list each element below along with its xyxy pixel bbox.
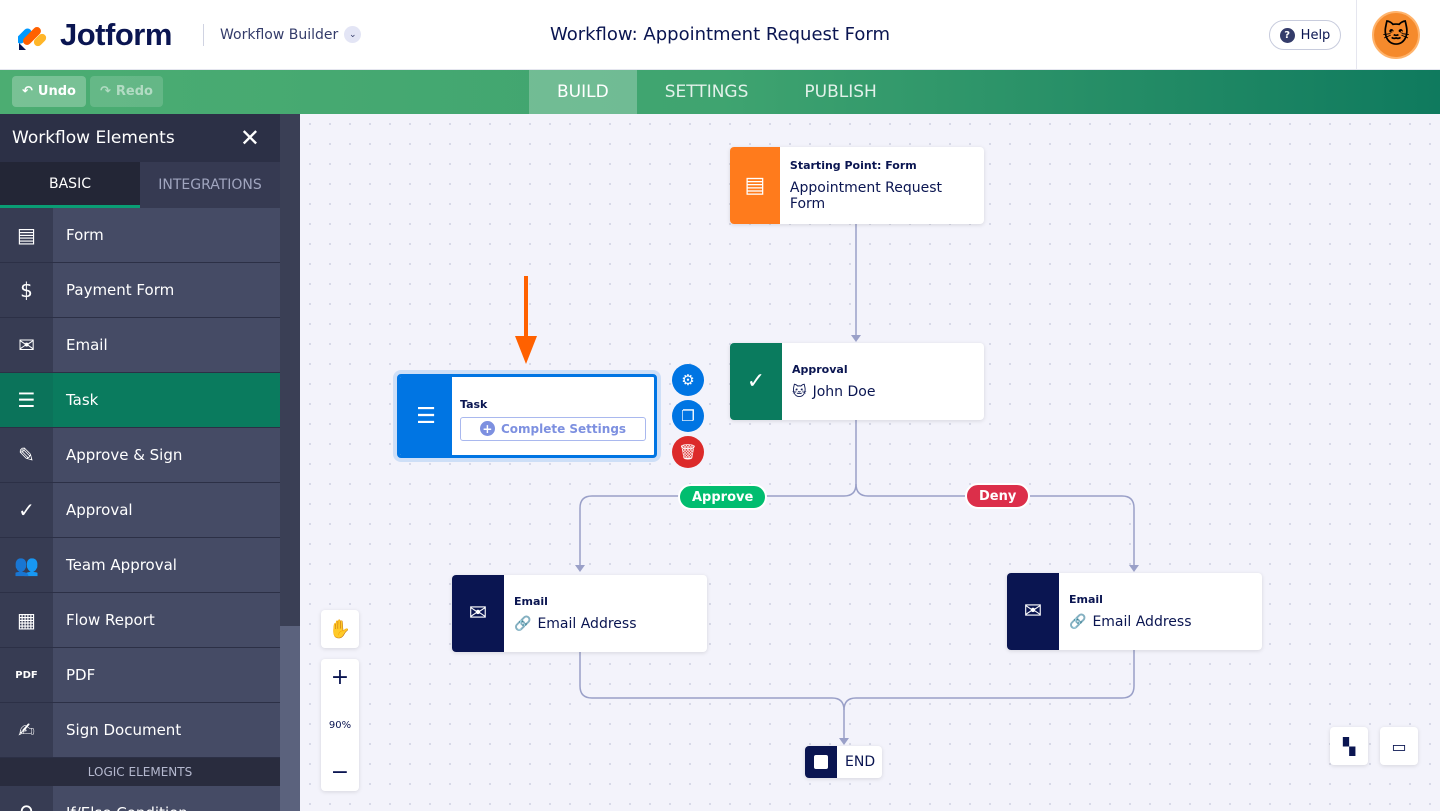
zoom-controls: + 90% −: [321, 659, 359, 791]
tab-publish[interactable]: PUBLISH: [804, 82, 877, 102]
sidebar-item-flow-report[interactable]: ▦Flow Report: [0, 593, 280, 648]
form-icon: ▤: [0, 208, 53, 262]
jotform-logo-icon: [18, 27, 47, 50]
sidebar-item-team-approval[interactable]: 👥Team Approval: [0, 538, 280, 593]
zoom-level: 90%: [328, 719, 352, 731]
email-icon: ✉: [452, 575, 504, 652]
duplicate-icon[interactable]: ❐: [672, 400, 704, 432]
sidebar-item-payment-form[interactable]: $Payment Form: [0, 263, 280, 318]
end-node[interactable]: END: [805, 746, 882, 778]
product-switcher[interactable]: Workflow Builder⌄: [220, 26, 362, 43]
pan-hand-icon[interactable]: ✋: [321, 610, 359, 648]
link-icon: 🔗: [1069, 614, 1087, 630]
sign-document-icon: ✍: [0, 703, 53, 757]
flow-report-icon: ▦: [0, 593, 53, 647]
help-button[interactable]: ?Help: [1269, 20, 1341, 50]
workflow-elements-panel: Workflow Elements ✕ BASIC INTEGRATIONS ▤F…: [0, 114, 280, 811]
assignee-avatar: 🐱: [792, 384, 807, 400]
task-node[interactable]: ☰ Task +Complete Settings: [397, 374, 657, 458]
divider: [1356, 0, 1357, 70]
redo-button[interactable]: ↷Redo: [90, 76, 163, 107]
approval-node[interactable]: ✓ Approval🐱John Doe: [730, 343, 984, 420]
stop-icon: [805, 746, 837, 778]
scrollbar-thumb[interactable]: [280, 626, 300, 811]
sidebar-item-if-else[interactable]: ⚲If/Else Condition: [0, 786, 280, 811]
delete-trash-icon[interactable]: 🗑: [672, 436, 704, 468]
settings-gear-icon[interactable]: ⚙: [672, 364, 704, 396]
sidebar-item-task[interactable]: ☰Task: [0, 373, 280, 428]
email-node-deny[interactable]: ✉ Email🔗Email Address: [1007, 573, 1262, 650]
payment-form-icon: $: [0, 263, 53, 317]
undo-button[interactable]: ↶Undo: [12, 76, 86, 107]
page-title: Workflow: Appointment Request Form: [549, 24, 891, 45]
panel-title: Workflow Elements: [12, 128, 175, 148]
email-node-approve[interactable]: ✉ Email🔗Email Address: [452, 575, 707, 652]
zoom-in-icon[interactable]: +: [330, 665, 350, 690]
jotform-logo[interactable]: Jotform: [18, 17, 172, 53]
tab-settings[interactable]: SETTINGS: [664, 82, 749, 102]
header: Jotform Workflow Builder⌄ Workflow: Appo…: [0, 0, 1440, 70]
zoom-out-icon[interactable]: −: [330, 760, 350, 785]
complete-settings-button[interactable]: +Complete Settings: [460, 416, 646, 441]
form-icon: ▤: [730, 147, 780, 224]
link-icon: 🔗: [514, 616, 532, 632]
deny-branch-label[interactable]: Deny: [965, 483, 1031, 509]
sidebar-item-approve-sign[interactable]: ✎Approve & Sign: [0, 428, 280, 483]
tab-basic[interactable]: BASIC: [0, 162, 140, 208]
minimap-icon[interactable]: ▭: [1380, 727, 1418, 765]
email-icon: ✉: [1007, 573, 1059, 650]
sidebar-scrollbar[interactable]: [280, 114, 300, 811]
undo-icon: ↶: [22, 84, 33, 99]
task-icon: ☰: [400, 377, 452, 455]
task-icon: ☰: [0, 373, 53, 427]
close-icon[interactable]: ✕: [239, 124, 260, 152]
toolbar: ↶Undo ↷Redo BUILD SETTINGS PUBLISH: [0, 70, 1440, 114]
email-icon: ✉: [0, 318, 53, 372]
sidebar-item-form[interactable]: ▤Form: [0, 208, 280, 263]
apps-icon[interactable]: ▚: [1330, 727, 1368, 765]
tab-build[interactable]: BUILD: [529, 70, 637, 114]
sidebar-item-approval[interactable]: ✓Approval: [0, 483, 280, 538]
approve-sign-icon: ✎: [0, 428, 53, 482]
approve-branch-label[interactable]: Approve: [678, 484, 768, 510]
tab-integrations[interactable]: INTEGRATIONS: [140, 162, 280, 208]
approval-icon: ✓: [0, 483, 53, 537]
condition-icon: ⚲: [0, 786, 53, 811]
help-icon: ?: [1279, 27, 1295, 43]
team-approval-icon: 👥: [0, 538, 53, 592]
logic-elements-header: LOGIC ELEMENTS: [0, 758, 280, 786]
sidebar-item-email[interactable]: ✉Email: [0, 318, 280, 373]
redo-icon: ↷: [100, 84, 111, 99]
avatar[interactable]: 🐱: [1372, 11, 1420, 59]
approval-icon: ✓: [730, 343, 782, 420]
divider: [203, 24, 204, 46]
sidebar-item-sign-document[interactable]: ✍Sign Document: [0, 703, 280, 758]
pdf-icon: PDF: [0, 648, 53, 702]
plus-icon: +: [479, 421, 495, 436]
chevron-down-icon: ⌄: [344, 26, 362, 43]
